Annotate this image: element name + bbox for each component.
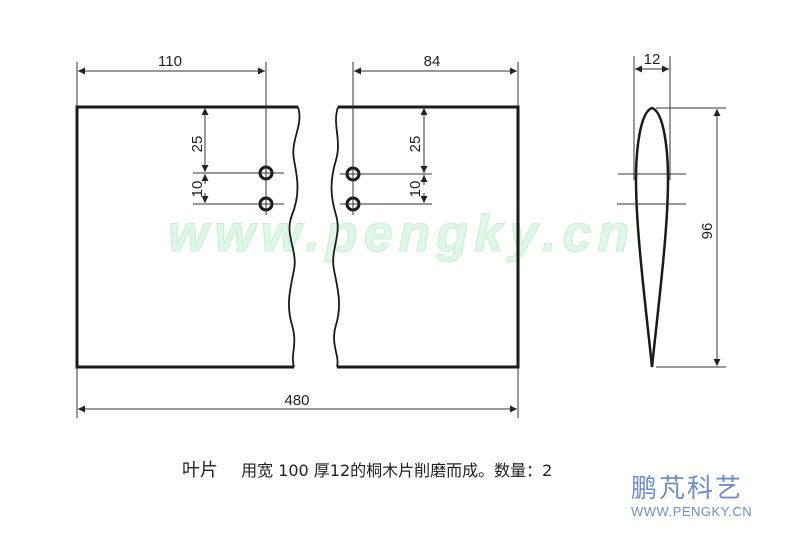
dim-left-width: 110 xyxy=(158,53,182,70)
dim-left-hole-offset: 25 xyxy=(189,136,206,153)
section-dimensions xyxy=(617,56,726,368)
right-dimensions xyxy=(340,62,519,215)
blade-cross-section xyxy=(634,106,670,368)
dim-right-hole-offset: 25 xyxy=(407,136,424,153)
drawing-caption: 叶片 用宽 100 厚12的桐木片削磨而成。数量：2 xyxy=(182,456,552,482)
dim-overall-length: 480 xyxy=(284,392,309,409)
left-dimensions xyxy=(76,62,284,215)
caption-title: 叶片 xyxy=(182,460,218,481)
brand-name: 鹏芃科艺 xyxy=(631,474,744,504)
dim-right-hole-spacing: 10 xyxy=(407,181,424,198)
right-blade-part xyxy=(330,105,520,369)
overall-dimension xyxy=(76,367,519,418)
dim-right-width: 84 xyxy=(424,53,441,70)
dim-section-width: 96 xyxy=(699,223,716,240)
brand-url: WWW.PENGKY.CN xyxy=(631,504,753,519)
caption-text: 用宽 100 厚12的桐木片削磨而成。数量：2 xyxy=(241,461,553,480)
watermark-text: www.pengky.cn xyxy=(167,205,636,264)
dim-section-thickness: 12 xyxy=(644,51,661,68)
brand-logo: 鹏芃科艺 WWW.PENGKY.CN xyxy=(631,474,752,520)
dim-left-hole-spacing: 10 xyxy=(189,181,206,198)
